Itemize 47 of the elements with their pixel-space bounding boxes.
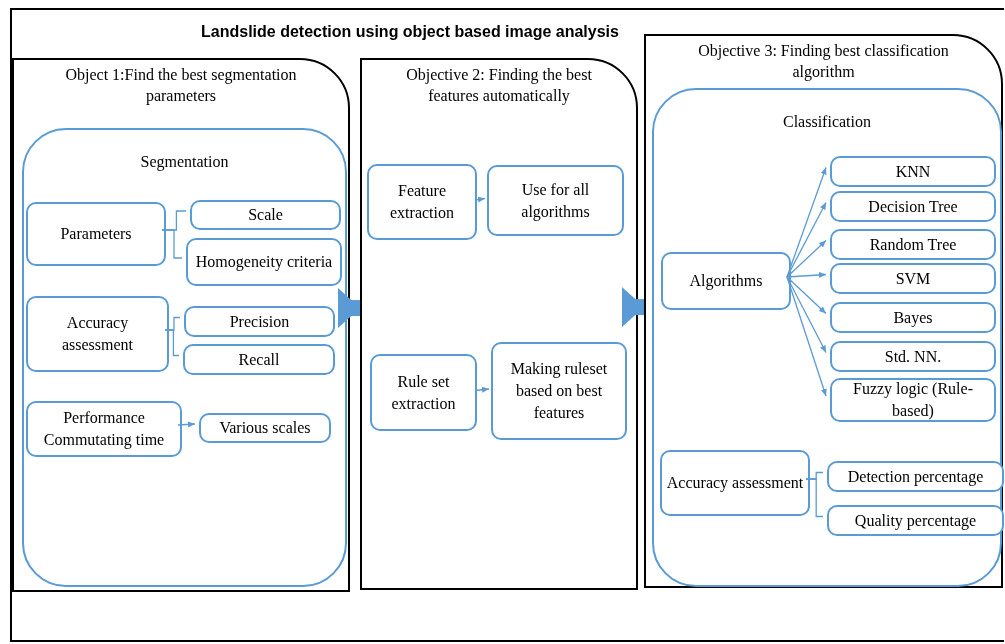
panel-heading: Objective 2: Finding the best features automatically <box>405 65 593 106</box>
arrow <box>786 201 827 278</box>
arrow <box>786 276 827 315</box>
arrow <box>786 276 827 354</box>
group-frame <box>22 128 347 587</box>
bracket-connector <box>805 478 824 518</box>
bracket-connector <box>164 329 180 357</box>
arrow <box>786 239 827 278</box>
block-arrow <box>622 287 644 328</box>
group-heading: Classification <box>782 112 872 132</box>
panel-heading: Object 1:Find the best segmentation parameters <box>64 65 298 106</box>
process-box: Std. NN. <box>830 341 996 372</box>
process-box: SVM <box>830 263 996 294</box>
arrow <box>177 421 196 428</box>
process-box: Homogeneity criteria <box>186 238 342 286</box>
objective-panel <box>12 58 350 592</box>
process-box: Feature extraction <box>367 164 477 240</box>
process-box: Use for all algorithms <box>487 165 624 236</box>
process-box: Rule set extraction <box>370 354 477 431</box>
arrow <box>786 276 827 397</box>
process-box: Parameters <box>26 202 166 266</box>
arrow <box>474 386 490 393</box>
block-arrow <box>338 288 360 329</box>
arrow <box>474 196 486 203</box>
process-box: Accuracy assessment <box>26 296 169 372</box>
process-box: KNN <box>830 156 996 187</box>
process-box: Various scales <box>199 413 331 443</box>
process-box: Recall <box>183 344 335 375</box>
bracket-connector <box>161 229 183 259</box>
arrow <box>786 271 827 278</box>
group-heading: Segmentation <box>139 152 230 173</box>
process-box: Accuracy assessment <box>660 450 810 516</box>
process-box: Bayes <box>830 302 996 333</box>
diagram-title: Landslide detection using object based image analysis <box>200 22 620 42</box>
process-box: Random Tree <box>830 229 996 260</box>
panel-heading: Objective 3: Finding best classification algorithm <box>697 41 950 82</box>
process-box: Quality percentage <box>827 505 1004 536</box>
process-box: Scale <box>190 200 341 230</box>
process-box: Fuzzy logic (Rule-based) <box>830 378 996 422</box>
process-box: Making ruleset based on best features <box>491 342 627 440</box>
objective-panel <box>360 58 638 590</box>
process-box: Performance Commutating time <box>26 401 182 457</box>
process-box: Detection percentage <box>827 461 1004 492</box>
process-box: Algorithms <box>661 252 791 310</box>
arrow <box>786 166 827 278</box>
process-box: Decision Tree <box>830 191 996 222</box>
process-box: Precision <box>184 306 335 337</box>
